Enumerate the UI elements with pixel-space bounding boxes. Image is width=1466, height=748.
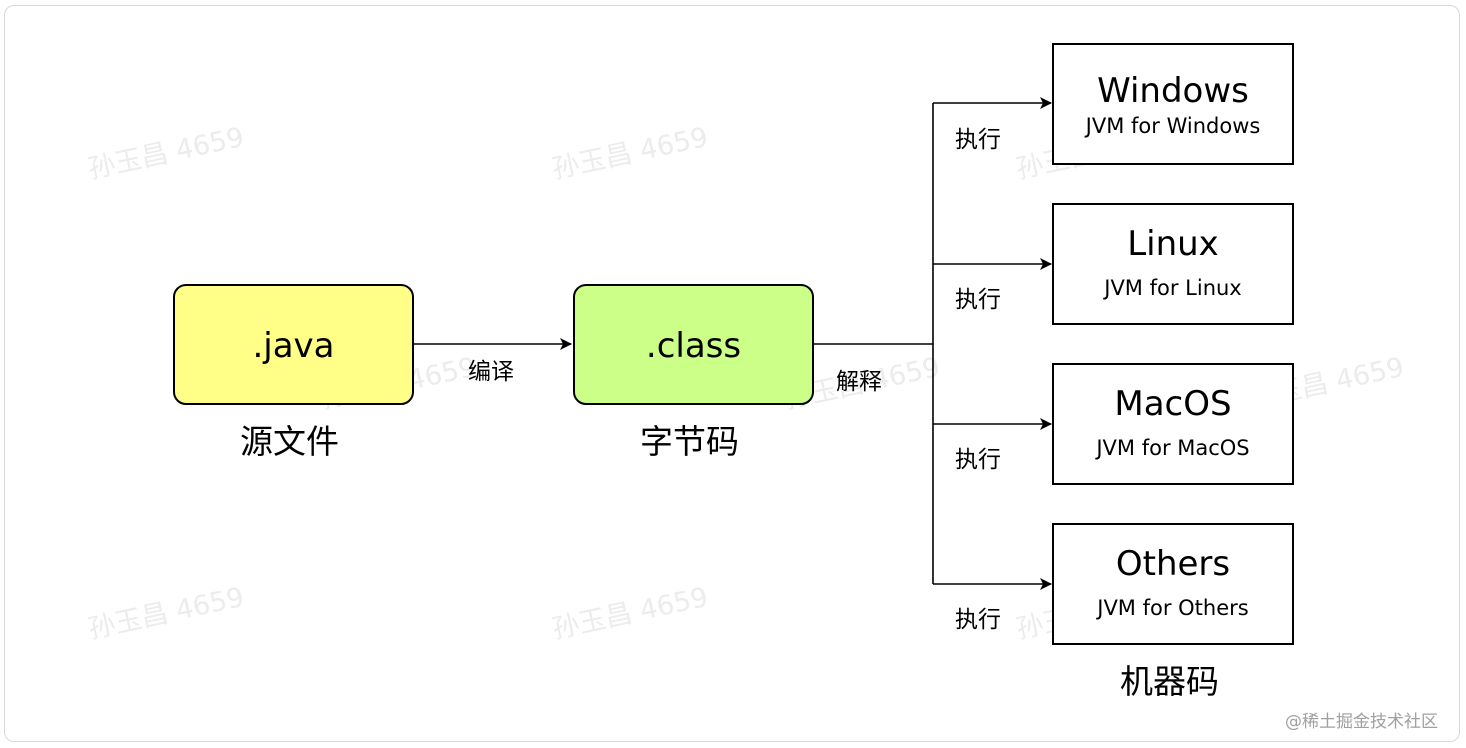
machine-box-windows: Windows JVM for Windows xyxy=(1052,43,1294,165)
execute-label: 执行 xyxy=(955,607,1001,633)
machine-subtitle: JVM for MacOS xyxy=(1096,436,1250,460)
interpret-label: 解释 xyxy=(836,369,882,395)
bytecode-box: .class xyxy=(573,284,814,405)
execute-label: 执行 xyxy=(955,127,1001,153)
execute-label: 执行 xyxy=(955,287,1001,313)
compile-label: 编译 xyxy=(468,359,514,385)
machines-caption: 机器码 xyxy=(1120,662,1219,701)
footer-credit: @稀土掘金技术社区 xyxy=(1285,712,1438,732)
source-file-box: .java xyxy=(173,284,414,405)
machine-title: Windows xyxy=(1097,71,1249,111)
machine-title: Others xyxy=(1115,544,1231,584)
execute-label: 执行 xyxy=(955,447,1001,473)
bytecode-title: .class xyxy=(645,326,742,366)
machine-box-macos: MacOS JVM for MacOS xyxy=(1052,363,1294,485)
machine-title: Linux xyxy=(1127,224,1219,264)
machine-subtitle: JVM for Others xyxy=(1097,596,1249,620)
machine-subtitle: JVM for Windows xyxy=(1085,114,1261,138)
source-file-caption: 源文件 xyxy=(240,422,339,461)
machine-box-linux: Linux JVM for Linux xyxy=(1052,203,1294,325)
machine-box-others: Others JVM for Others xyxy=(1052,523,1294,645)
bytecode-caption: 字节码 xyxy=(640,422,739,461)
machine-subtitle: JVM for Linux xyxy=(1104,276,1242,300)
machine-title: MacOS xyxy=(1114,384,1232,424)
source-file-title: .java xyxy=(252,326,335,366)
